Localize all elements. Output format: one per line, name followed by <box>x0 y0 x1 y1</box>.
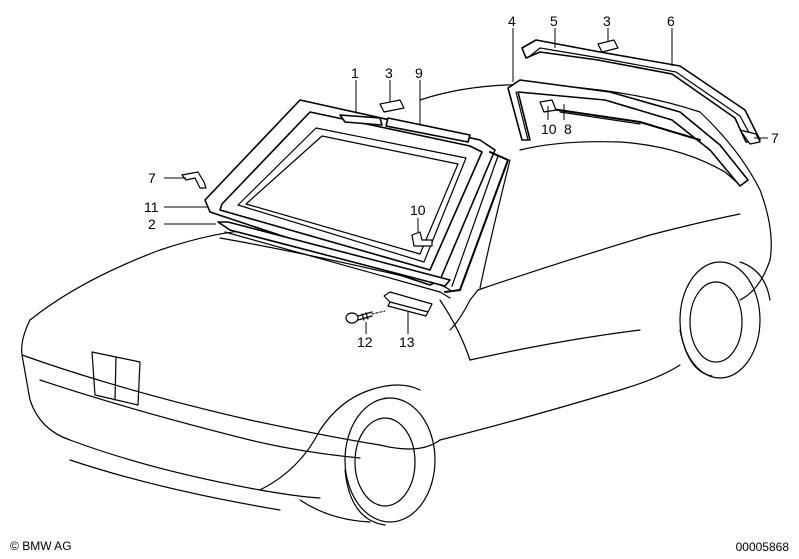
callout-10-rear: 10 <box>541 121 557 137</box>
callout-leaders <box>164 28 768 334</box>
clip-3-front <box>379 99 405 113</box>
callout-8: 8 <box>564 121 572 137</box>
car-body-outline <box>21 84 772 511</box>
kidney-grille <box>91 351 141 406</box>
callout-7-rear: 7 <box>771 130 779 146</box>
windshield-frame <box>204 99 509 299</box>
callout-12: 12 <box>357 334 373 350</box>
callout-10-front: 10 <box>410 202 426 218</box>
copyright-symbol: © <box>10 539 19 553</box>
clip-7-front <box>181 171 207 189</box>
rear-wheel <box>679 261 771 379</box>
callout-11: 11 <box>144 199 159 215</box>
copyright-notice: © BMW AG <box>10 539 72 553</box>
callout-6: 6 <box>667 13 675 29</box>
brand-name: BMW AG <box>22 539 72 553</box>
callout-7-front: 7 <box>148 170 156 186</box>
rear-window-frame <box>507 39 761 187</box>
callout-13: 13 <box>399 334 415 350</box>
bracket-13 <box>383 291 433 317</box>
callout-3-rear: 3 <box>603 13 611 29</box>
callout-9: 9 <box>415 65 423 81</box>
callout-2: 2 <box>148 216 156 232</box>
clip-10-front <box>411 231 433 247</box>
screw-12 <box>345 310 386 324</box>
callout-1: 1 <box>351 65 359 81</box>
callout-numbers: 1 3 9 4 5 3 6 7 7 10 8 11 2 10 12 13 <box>144 13 779 350</box>
clip-7-rear <box>739 129 761 145</box>
front-wheel <box>299 397 436 526</box>
clip-3-rear <box>597 39 619 53</box>
callout-4: 4 <box>508 13 516 29</box>
callout-3-front: 3 <box>385 65 393 81</box>
top-moulding <box>339 114 471 143</box>
callout-5: 5 <box>550 13 558 29</box>
diagram-number: 00005868 <box>735 540 789 554</box>
